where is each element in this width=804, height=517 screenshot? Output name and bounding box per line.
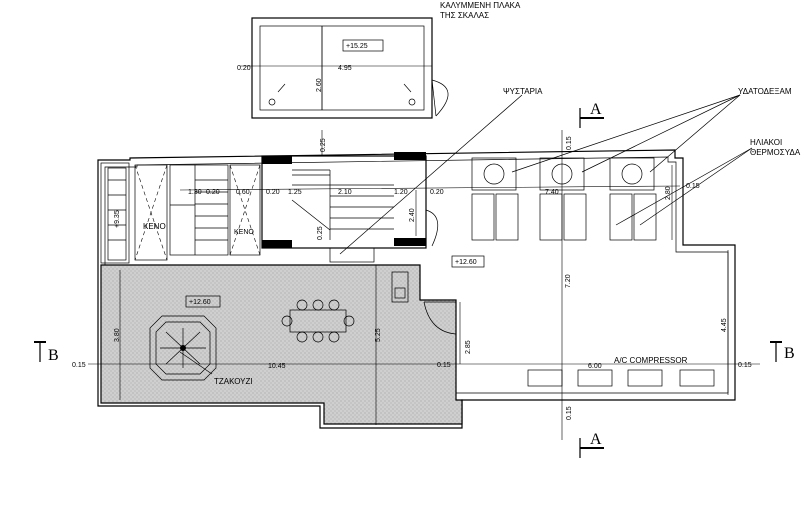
dining-table: [281, 299, 355, 343]
dim-015-right-top: 0.15: [686, 183, 700, 190]
left-balcony: [100, 162, 130, 264]
water-tanks-label: ΥΔΑΤΟΔΕΞΑΜ: [738, 87, 792, 96]
dim-1045: 10.45: [268, 363, 286, 370]
roof-slab-label-2: ΤΗΣ ΣΚΑΛΑΣ: [440, 11, 489, 20]
dim-015-mid: 0.15: [437, 362, 451, 369]
solar-label-1: ΗΛΙΑΚΟΙ: [750, 138, 782, 147]
water-tanks: [471, 157, 655, 191]
level-box-left: [185, 295, 221, 308]
level-left-label: +12.60: [189, 299, 211, 306]
void-left: [134, 164, 168, 261]
level-small: +9.35: [114, 210, 121, 228]
section-marker-a-bottom: [579, 438, 604, 458]
section-marker-a-top: [579, 108, 604, 128]
terrace-hatched-area: [100, 264, 463, 425]
stair-core: [261, 152, 439, 263]
section-a-top-label: A: [590, 101, 602, 118]
ac-compressors: [527, 369, 715, 387]
dim-top-020: 0.20: [237, 65, 251, 72]
dim-130: 1.30: [188, 189, 202, 196]
dim-720: 7.20: [565, 274, 572, 288]
dim-285: 2.85: [465, 340, 472, 354]
stair-roof-slab: [240, 17, 449, 119]
jacuzzi-label: ΤΖΑΚΟΥΖΙ: [214, 377, 253, 386]
dim-015-top: 0.15: [566, 136, 573, 150]
jacuzzi: [149, 315, 217, 381]
dim-020b: 0.20: [266, 189, 280, 196]
dim-015-left: 0.15: [72, 362, 86, 369]
dim-top-260: 2.60: [316, 78, 323, 92]
dim-060: 0.60: [236, 189, 250, 196]
section-a-bottom-label: A: [590, 431, 602, 448]
ac-compressor-label: A/C COMPRESSOR: [614, 356, 688, 365]
section-marker-b-left: [34, 341, 46, 362]
section-b-left-label: B: [48, 347, 59, 364]
dimension-lines: [88, 130, 760, 440]
dim-125: 1.25: [288, 189, 302, 196]
door-swing: [423, 301, 457, 335]
dim-210: 2.10: [338, 189, 352, 196]
section-marker-b-right: [770, 341, 782, 362]
roof-level-label: +15.25: [346, 43, 368, 50]
dim-020a: 0.20: [206, 189, 220, 196]
dim-280: 2.80: [665, 186, 672, 200]
dim-740: 7.40: [545, 189, 559, 196]
dim-015-bottom: 0.15: [566, 406, 573, 420]
solar-panels: [471, 193, 657, 241]
solar-label-2: ΘΕΡΜΟΣΥΔΑ: [750, 148, 801, 157]
dim-525: 5.25: [375, 328, 382, 342]
leader-lines: [179, 94, 753, 375]
fystaria-label: ΨΥΣΤΑΡΙΑ: [503, 87, 543, 96]
dim-020c: 0.20: [430, 189, 444, 196]
dim-025-mid: 0.25: [317, 226, 324, 240]
roof-slab-label-1: ΚΑΛΥΜΜΕΝΗ ΠΛΑΚΑ: [440, 1, 521, 10]
level-right-label: +12.60: [455, 259, 477, 266]
dim-025-top: 0.25: [320, 138, 327, 152]
level-box-right: [451, 255, 485, 268]
dim-600: 6.00: [588, 363, 602, 370]
dim-240: 2.40: [409, 208, 416, 222]
dim-380: 3.80: [114, 328, 121, 342]
stair-left: [169, 164, 229, 256]
sink: [391, 271, 409, 303]
dim-015-right: 0.15: [738, 362, 752, 369]
keno-left-label: ΚΕΝΟ: [143, 222, 166, 231]
dim-top-495: 4.95: [338, 65, 352, 72]
keno-mid-label: ΚΕΝΟ: [234, 229, 254, 236]
void-mid: [229, 164, 261, 256]
section-b-right-label: B: [784, 345, 795, 362]
dim-445: 4.45: [721, 318, 728, 332]
dim-120: 1.20: [394, 189, 408, 196]
